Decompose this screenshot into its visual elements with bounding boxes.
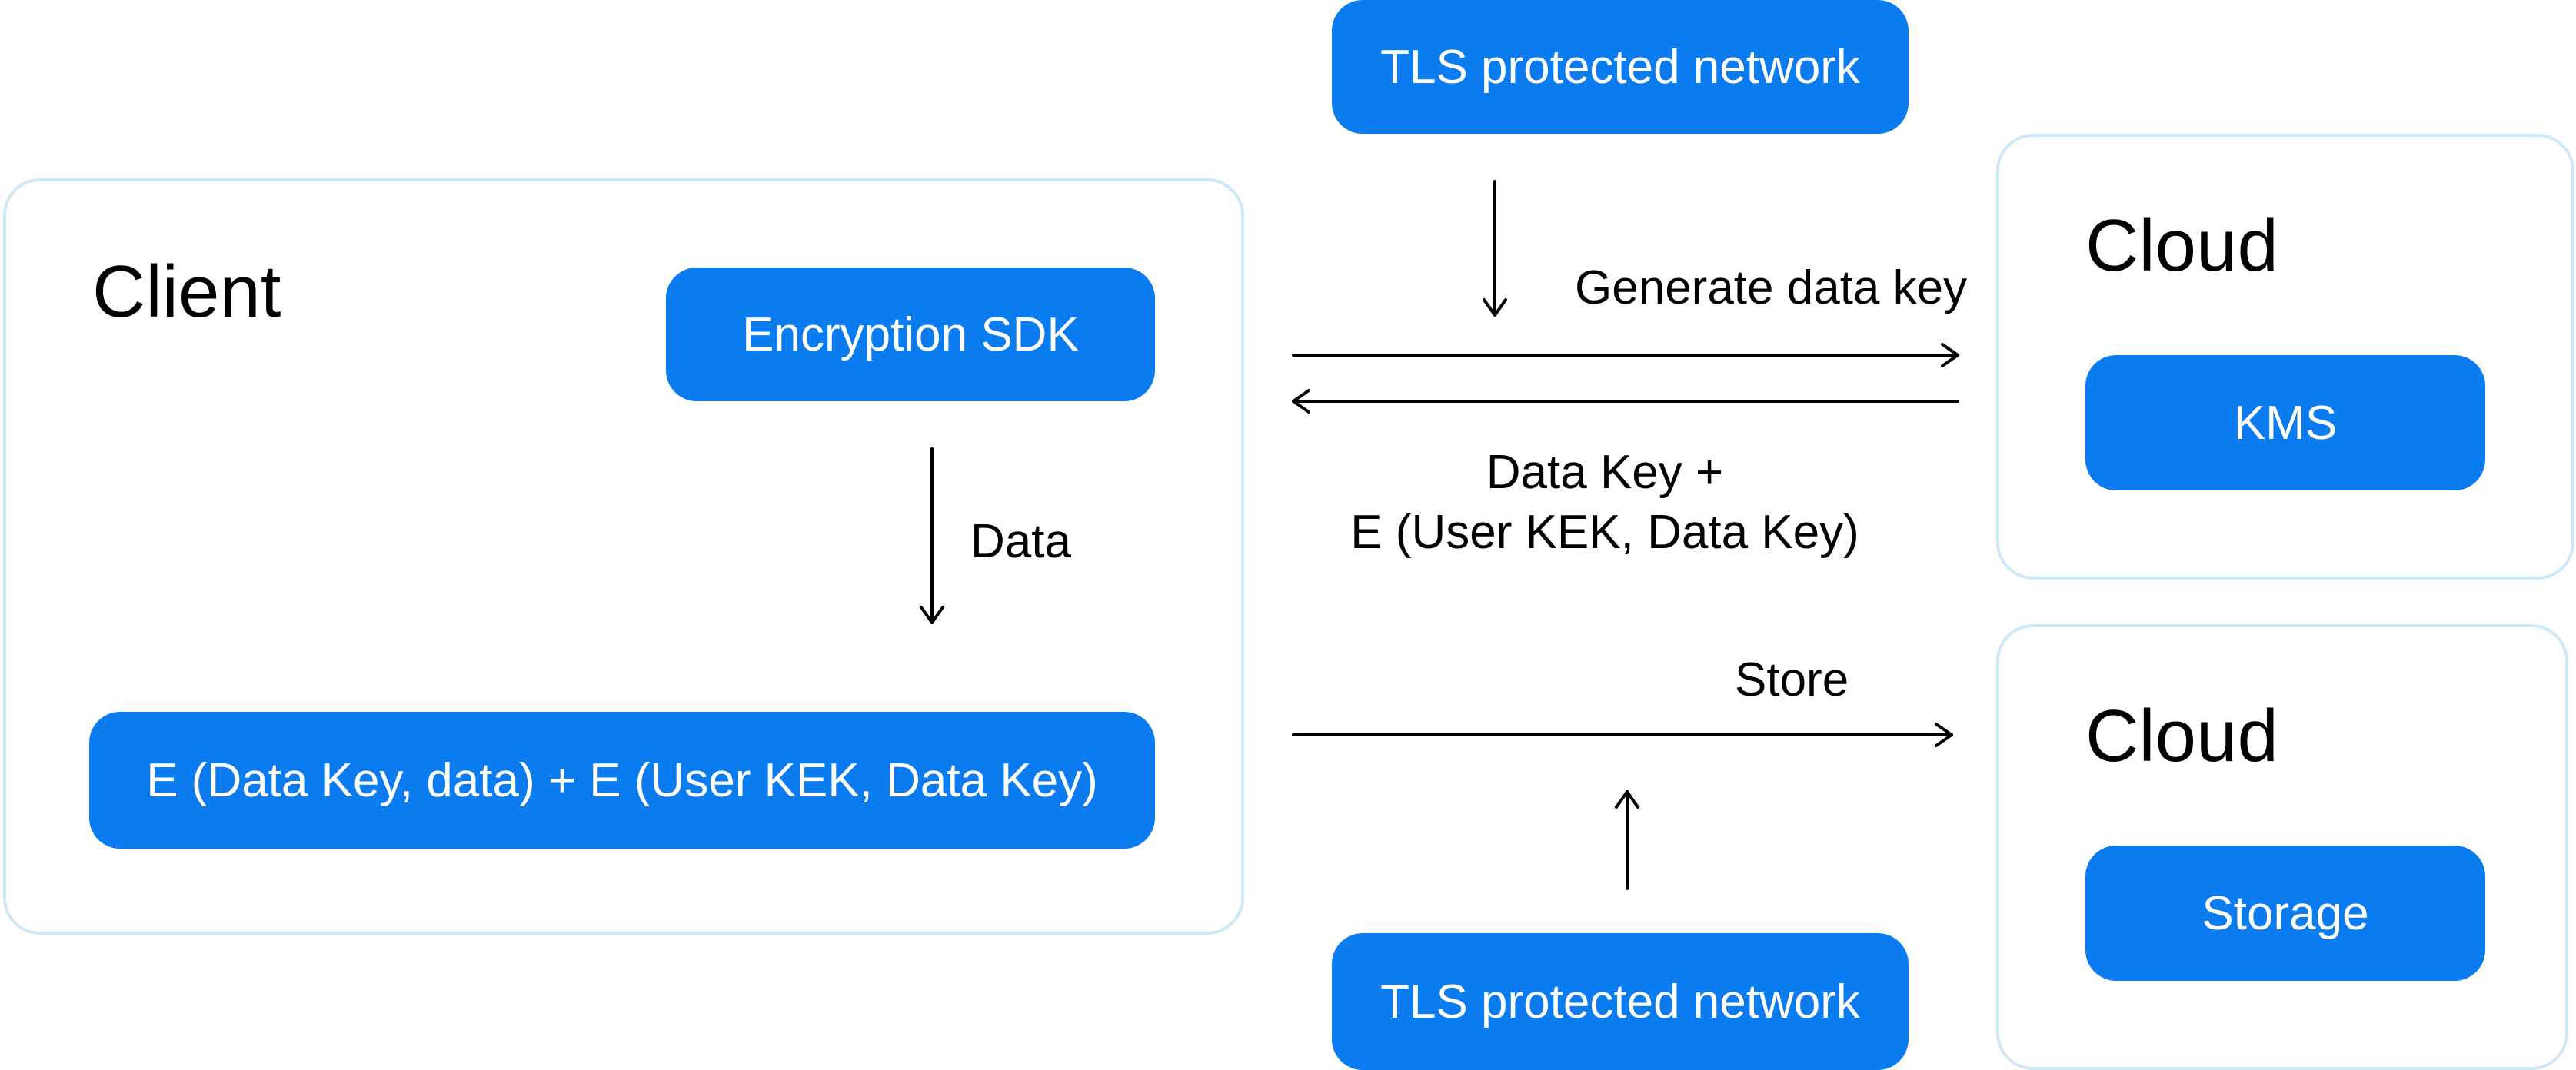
encrypted-output-box: E (Data Key, data) + E (User KEK, Data K… <box>89 712 1155 849</box>
data-key-response-line2: E (User KEK, Data Key) <box>1350 505 1859 559</box>
tls-top-down-arrow <box>1483 180 1507 317</box>
kms-service-box: KMS <box>2085 355 2485 490</box>
data-down-arrow <box>920 447 944 624</box>
data-key-left-arrow <box>1292 389 1959 414</box>
data-key-response-label: Data Key + E (User KEK, Data Key) <box>1340 443 1870 562</box>
store-label: Store <box>1735 653 1849 706</box>
data-key-response-line1: Data Key + <box>1486 446 1724 499</box>
store-right-arrow <box>1292 723 1953 747</box>
storage-cloud-title: Cloud <box>2085 695 2278 777</box>
client-panel-title: Client <box>92 251 281 333</box>
tls-bottom-up-arrow <box>1615 790 1639 890</box>
data-flow-label: Data <box>970 515 1071 568</box>
kms-cloud-title: Cloud <box>2085 204 2278 287</box>
generate-data-key-label: Generate data key <box>1575 261 1968 314</box>
generate-key-right-arrow <box>1292 343 1959 367</box>
encryption-sdk-box: Encryption SDK <box>666 268 1155 401</box>
tls-network-top-box: TLS protected network <box>1332 0 1909 134</box>
tls-network-bottom-box: TLS protected network <box>1332 933 1909 1070</box>
storage-service-box: Storage <box>2085 846 2485 981</box>
